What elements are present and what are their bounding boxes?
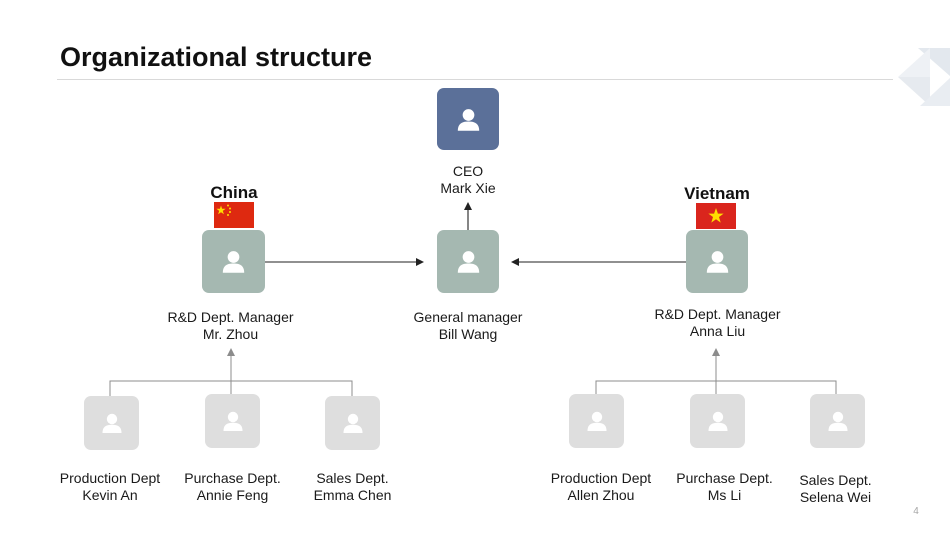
- china-staff-bracket: [109, 348, 353, 396]
- china-manager-label: R&D Dept. Manager Mr. Zhou: [153, 309, 308, 343]
- china-manager-name: Mr. Zhou: [202, 326, 259, 342]
- vietnam-manager-name: Anna Liu: [689, 323, 746, 339]
- person-icon: [220, 248, 247, 275]
- vietnam-staff-sales-label: Sales Dept. Selena Wei: [778, 472, 893, 506]
- china-staff-purchase-label: Purchase Dept. Annie Feng: [170, 470, 295, 504]
- china-flag-icon: [214, 202, 254, 228]
- region-china: China: [210, 183, 258, 202]
- china-staff-production-name: Kevin An: [82, 487, 138, 503]
- vietnam-staff-sales-name: Selena Wei: [799, 489, 872, 505]
- title-divider: [57, 79, 893, 80]
- person-icon: [585, 409, 609, 433]
- vietnam-manager-role: R&D Dept. Manager: [654, 306, 781, 322]
- vietnam-staff-purchase-box: [690, 394, 745, 448]
- person-icon: [341, 411, 365, 435]
- general-manager-role: General manager: [413, 309, 523, 325]
- vietnam-staff-production-name: Allen Zhou: [567, 487, 635, 503]
- china-staff-sales-box: [325, 396, 380, 450]
- person-icon: [455, 106, 482, 133]
- china-staff-sales-name: Emma Chen: [313, 487, 392, 503]
- china-staff-production-role: Production Dept: [59, 470, 161, 486]
- ceo-name: Mark Xie: [440, 180, 496, 196]
- vietnam-flag-icon: [696, 203, 736, 229]
- vietnam-staff-sales-box: [810, 394, 865, 448]
- person-icon: [704, 248, 731, 275]
- vietnam-staff-bracket: [595, 348, 837, 396]
- ceo-label: CEO Mark Xie: [418, 163, 518, 197]
- china-manager-box: [202, 230, 265, 293]
- vietnam-staff-production-box: [569, 394, 624, 448]
- vietnam-staff-sales-role: Sales Dept.: [799, 472, 872, 488]
- china-manager-role: R&D Dept. Manager: [167, 309, 294, 325]
- page-title: Organizational structure: [60, 42, 373, 72]
- page-number: 4: [913, 506, 919, 517]
- corner-logo-icon: [898, 48, 950, 106]
- china-staff-sales-role: Sales Dept.: [316, 470, 389, 486]
- ceo-box: [437, 88, 499, 150]
- vietnam-staff-purchase-name: Ms Li: [707, 487, 742, 503]
- vietnam-manager-box: [686, 230, 748, 293]
- ceo-role: CEO: [452, 163, 484, 179]
- china-staff-purchase-role: Purchase Dept.: [184, 470, 281, 486]
- vietnam-staff-purchase-role: Purchase Dept.: [676, 470, 773, 486]
- person-icon: [826, 409, 850, 433]
- person-icon: [706, 409, 730, 433]
- china-staff-purchase-box: [205, 394, 260, 448]
- vietnam-staff-purchase-label: Purchase Dept. Ms Li: [662, 470, 787, 504]
- person-icon: [455, 248, 482, 275]
- person-icon: [221, 409, 245, 433]
- china-staff-sales-label: Sales Dept. Emma Chen: [295, 470, 410, 504]
- vietnam-staff-production-role: Production Dept: [550, 470, 652, 486]
- person-icon: [100, 411, 124, 435]
- general-manager-label: General manager Bill Wang: [398, 309, 538, 343]
- china-staff-production-box: [84, 396, 139, 450]
- vietnam-manager-label: R&D Dept. Manager Anna Liu: [640, 306, 795, 340]
- region-vietnam: Vietnam: [684, 184, 750, 203]
- china-staff-purchase-name: Annie Feng: [196, 487, 269, 503]
- general-manager-name: Bill Wang: [438, 326, 498, 342]
- vietnam-staff-production-label: Production Dept Allen Zhou: [536, 470, 666, 504]
- general-manager-box: [437, 230, 499, 293]
- china-staff-production-label: Production Dept Kevin An: [45, 470, 175, 504]
